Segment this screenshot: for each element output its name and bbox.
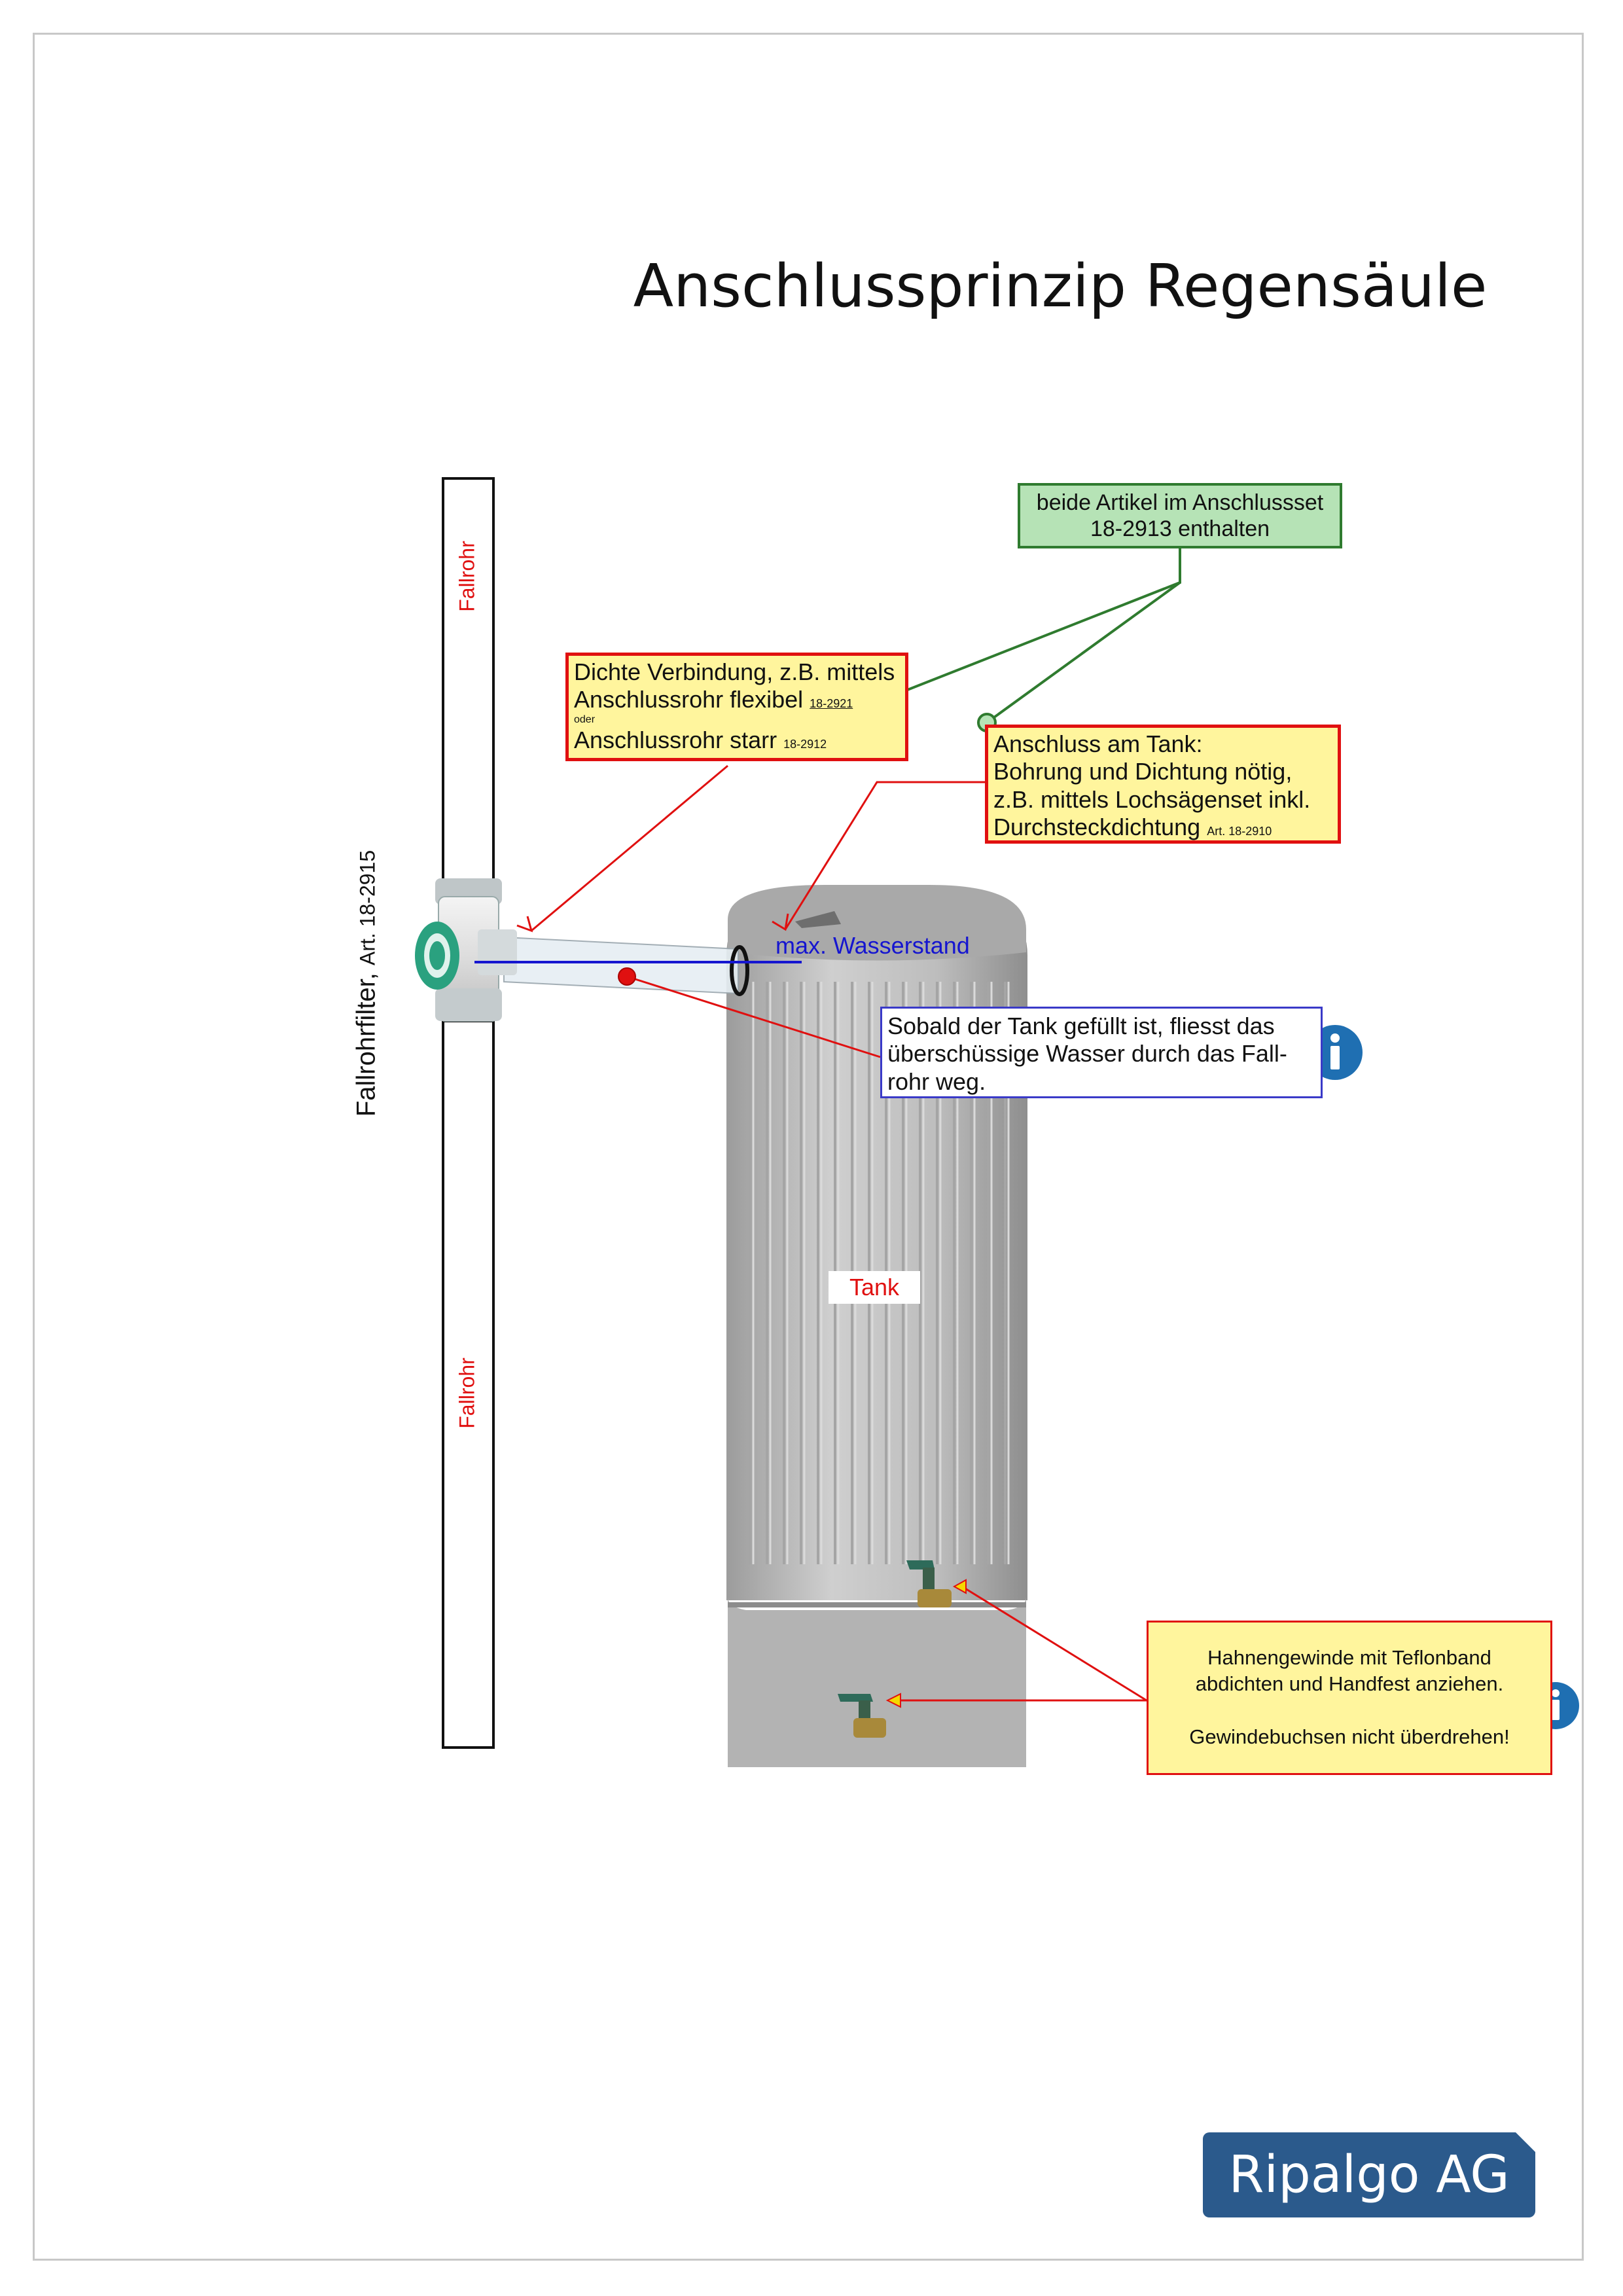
filter-label: Fallrohrfilter, Art. 18-2915	[352, 800, 382, 1167]
connection-line2-text: Anschlussrohr flexibel	[574, 686, 804, 713]
logo-text: Ripalgo AG	[1228, 2145, 1510, 2204]
overflow-info-line2: überschüssige Wasser durch das Fall-	[887, 1040, 1287, 1067]
overflow-marker	[618, 967, 636, 986]
page-frame	[33, 33, 1584, 2261]
fallrohr-label-top: Fallrohr	[455, 541, 479, 612]
logo-corner	[1516, 2132, 1535, 2152]
thread-info-line1: Hahnengewinde mit Teflonband	[1207, 1646, 1491, 1669]
filter-art: Art. 18-2915	[355, 850, 380, 965]
tap-marker-upper	[952, 1579, 967, 1594]
set-info-callout: beide Artikel im Anschlussset 18-2913 en…	[1018, 483, 1342, 548]
set-connector-lines	[880, 548, 1181, 724]
thread-info-callout: Hahnengewinde mit Teflonband abdichten u…	[1147, 1621, 1552, 1775]
tap-marker-lower	[885, 1693, 901, 1708]
tank-connection-line2: Bohrung und Dichtung nötig,	[993, 758, 1293, 785]
company-logo: Ripalgo AG	[1203, 2132, 1535, 2217]
connection-pipe	[503, 936, 749, 996]
tank-label: Tank	[829, 1271, 920, 1304]
page-title: Anschlussprinzip Regensäule	[633, 252, 1488, 321]
water-level-label: max. Wasserstand	[776, 932, 970, 959]
callout-arrows	[516, 764, 1147, 1702]
connection-line2-art: 18-2921	[810, 697, 853, 711]
set-info-line2: 18-2913 enthalten	[1090, 516, 1270, 542]
downpipe-upper	[442, 477, 495, 889]
connection-line3: Anschlussrohr starr 18-2912	[574, 726, 900, 754]
connection-line2: Anschlussrohr flexibel 18-2921	[574, 686, 900, 713]
tank-connection-line3: z.B. mittels Lochsägenset inkl.	[993, 785, 1311, 813]
tank-connection-line1: Anschluss am Tank:	[993, 730, 1203, 757]
overflow-info-line1: Sobald der Tank gefüllt ist, fliesst das	[887, 1013, 1275, 1039]
tank-connection-line4-art: Art. 18-2910	[1207, 825, 1272, 838]
overflow-info-callout: Sobald der Tank gefüllt ist, fliesst das…	[880, 1007, 1323, 1098]
thread-info-line3: Gewindebuchsen nicht überdrehen!	[1189, 1725, 1510, 1748]
fallrohr-label-bottom: Fallrohr	[455, 1357, 479, 1429]
tank-connection-line4-text: Durchsteckdichtung	[993, 814, 1201, 841]
connection-callout: Dichte Verbindung, z.B. mittels Anschlus…	[565, 653, 908, 761]
set-info-line1: beide Artikel im Anschlussset	[1036, 490, 1324, 515]
thread-info-line2: abdichten und Handfest anziehen.	[1195, 1672, 1504, 1696]
tank-connection-line4: Durchsteckdichtung Art. 18-2910	[993, 814, 1332, 841]
downpipe-filter-image	[415, 878, 517, 1022]
filter-name: Fallrohrfilter,	[351, 973, 381, 1117]
overflow-info-line3: rohr weg.	[887, 1067, 986, 1095]
tank-connection-callout: Anschluss am Tank: Bohrung und Dichtung …	[985, 725, 1341, 844]
connection-line1: Dichte Verbindung, z.B. mittels	[574, 658, 895, 685]
connection-line3-text: Anschlussrohr starr	[574, 726, 777, 753]
connection-line3-art: 18-2912	[783, 737, 827, 751]
connection-or: oder	[574, 713, 596, 725]
